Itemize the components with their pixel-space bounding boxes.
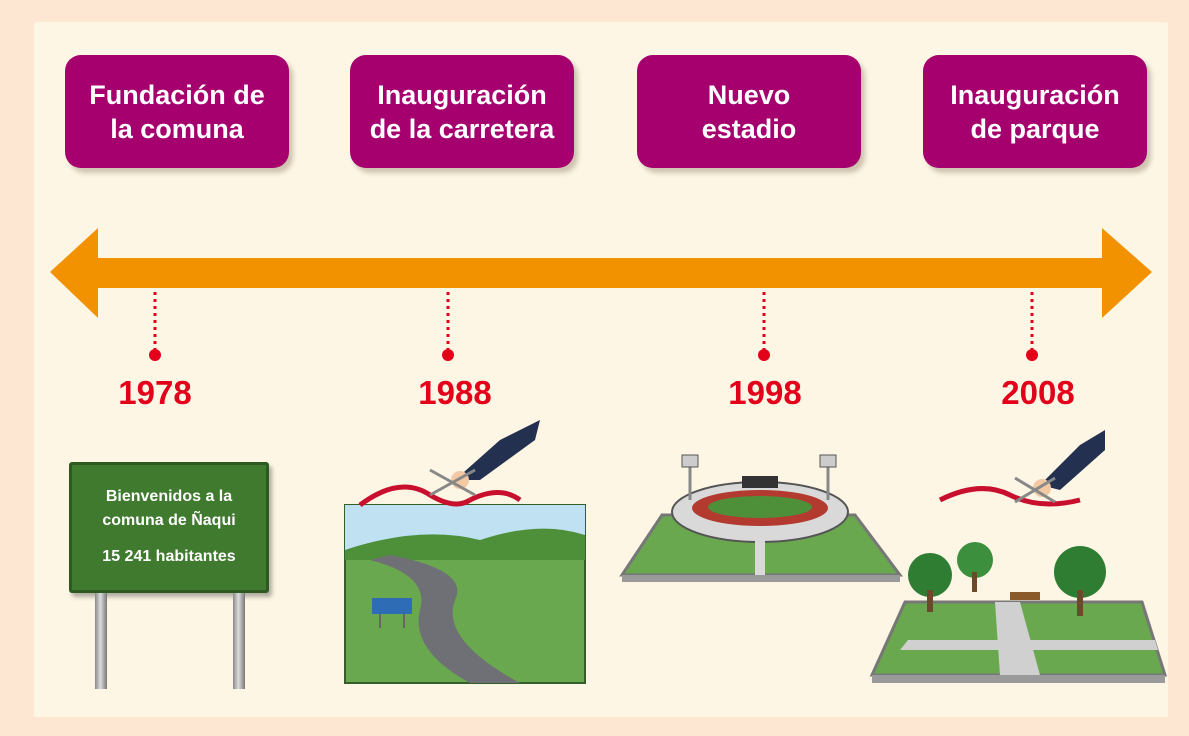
year-2: 1988 [418,374,492,411]
sign-post-right [233,593,245,689]
sign-post-left [95,593,107,689]
timeline-arrow [50,228,1152,318]
timeline-dot-4 [1026,349,1038,361]
event-box-2: Inauguración de la carretera [350,55,574,168]
sign-line-3: 15 241 habitantes [102,548,236,565]
sign-line-1: Bienvenidos a la [105,488,233,505]
stadium-illustration [619,454,903,582]
sign-line-2: comuna de Ñaqui [102,512,236,529]
timeline-connectors [153,292,1034,350]
road-ribbon-cutting-illustration [344,420,586,684]
park-ribbon-cutting-illustration [869,430,1168,683]
event-label-2: Inauguración de la carretera [369,79,555,144]
timeline-dot-1 [149,349,161,361]
timeline-dot-2 [442,349,454,361]
event-box-4: Inauguración de parque [923,55,1147,168]
year-4: 2008 [1001,374,1075,411]
sign-post-illustration: Bienvenidos a la comuna de Ñaqui 15 241 … [69,462,269,593]
year-3: 1998 [728,374,802,411]
event-box-1: Fundación de la comuna [65,55,289,168]
event-label-4: Inauguración de parque [950,79,1120,144]
event-box-3: Nuevo estadio [637,55,861,168]
event-label-1: Fundación de la comuna [89,79,265,144]
year-1: 1978 [118,374,192,411]
event-label-3: Nuevo estadio [701,79,797,144]
timeline-dot-3 [758,349,770,361]
